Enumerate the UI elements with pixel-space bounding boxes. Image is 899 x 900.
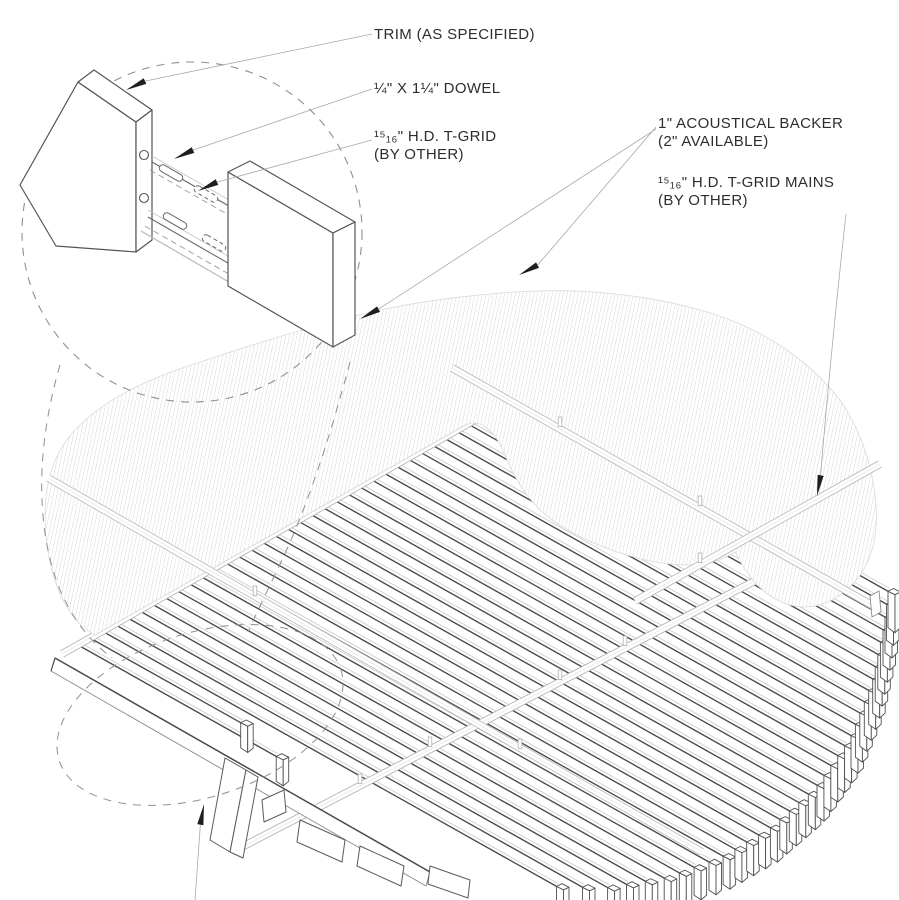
label-backer: 1" ACOUSTICAL BACKER (2" AVAILABLE) <box>658 115 843 151</box>
label-mains-line1: ¹⁵₁₆" H.D. T-GRID MAINS <box>658 174 835 191</box>
label-dowel: ¼" X 1¼" DOWEL <box>374 80 501 97</box>
label-tgrid-line1: ¹⁵₁₆" H.D. T-GRID <box>374 128 497 145</box>
label-trim: TRIM (AS SPECIFIED) <box>374 26 535 43</box>
label-mains-line2: (BY OTHER) <box>658 192 748 209</box>
baffle-end-fins <box>240 588 899 900</box>
label-backer-line1: 1" ACOUSTICAL BACKER <box>658 115 844 132</box>
label-mains: ¹⁵₁₆" H.D. T-GRID MAINS (BY OTHER) <box>658 174 834 210</box>
tgrid-mains-over-backer <box>46 364 882 856</box>
enlarged-detail-view <box>19 69 356 348</box>
perimeter-trim-band <box>50 657 471 899</box>
label-tgrid: ¹⁵₁₆" H.D. T-GRID (BY OTHER) <box>374 128 497 164</box>
acoustical-backer-surface <box>44 290 877 636</box>
label-tgrid-line2: (BY OTHER) <box>374 146 464 163</box>
detail-callout-circles <box>21 61 363 806</box>
leader-lines-and-arrows <box>126 33 847 900</box>
label-backer-line2: (2" AVAILABLE) <box>658 133 769 150</box>
